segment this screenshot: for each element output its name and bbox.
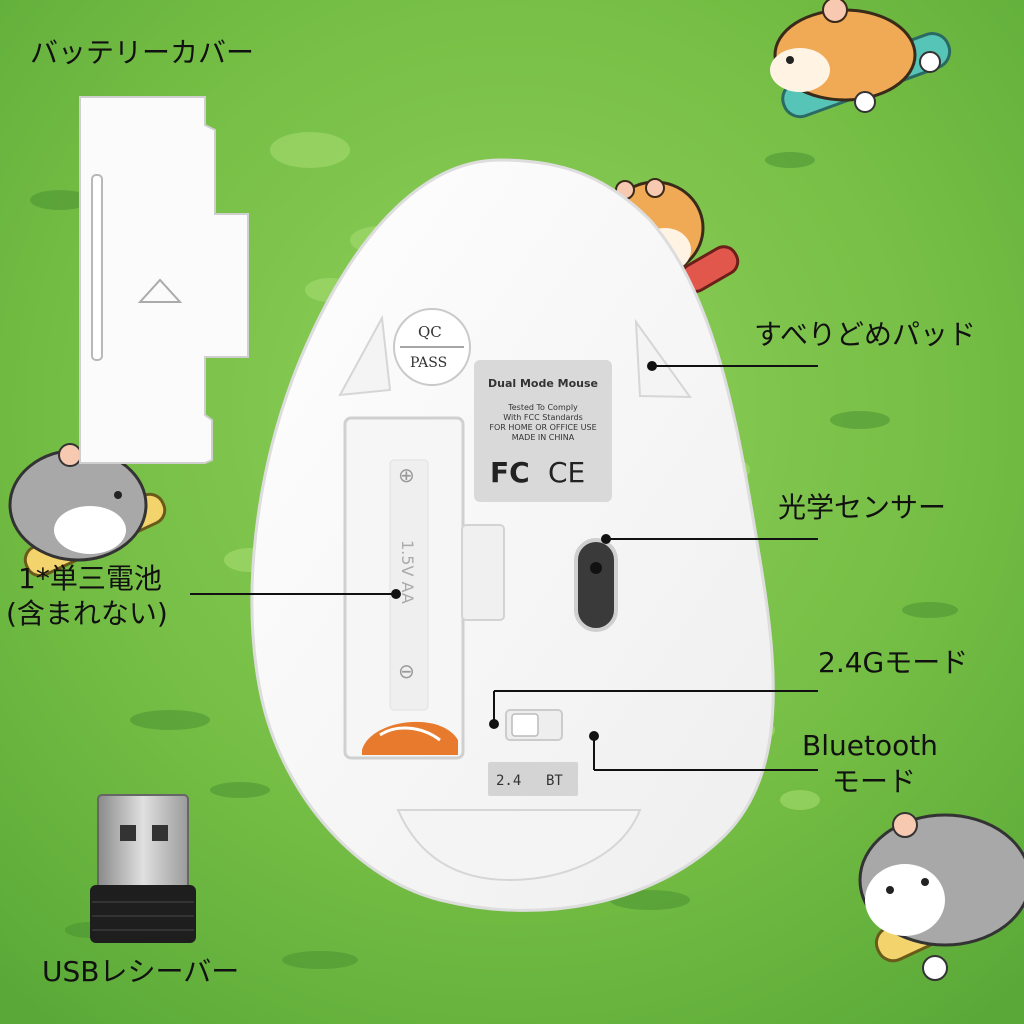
battery-label-line1: 1*単三電池: [18, 562, 162, 595]
switch-label-plate: [488, 762, 578, 796]
sticker-line: MADE IN CHINA: [512, 433, 575, 442]
optical-sensor-label: 光学センサー: [778, 491, 947, 524]
skid-pad-label: すべりどめパッド: [754, 318, 977, 351]
sticker-title: Dual Mode Mouse: [488, 377, 598, 390]
fcc-sticker: [474, 360, 612, 502]
hamster-illustration: [770, 0, 952, 119]
bluetooth-label-line2: モード: [832, 765, 917, 798]
usb-receiver-label: USBレシーバー: [42, 955, 240, 988]
battery-plus-mark: ⊕: [398, 463, 415, 487]
battery-cover: [79, 96, 249, 464]
skid-pad: [338, 314, 392, 397]
sticker-line: FOR HOME OR OFFICE USE: [489, 423, 596, 432]
battery-label-line2: (含まれない): [6, 597, 168, 630]
hamster-illustration: [8, 443, 167, 578]
battery-minus-mark: ⊖: [398, 659, 415, 683]
mode-switch-knob: [511, 713, 539, 737]
mode-24g-label: 2.4Gモード: [818, 646, 969, 679]
callout-lines: [190, 361, 818, 771]
battery-cover-label: バッテリーカバー: [30, 36, 255, 69]
sticker-line: With FCC Standards: [503, 413, 583, 422]
pass-text: PASS: [410, 355, 447, 371]
optical-sensor: [574, 538, 618, 632]
skid-pad: [396, 809, 642, 882]
qc-text: QC: [418, 323, 442, 341]
mouse-body: [250, 158, 775, 912]
skid-pad: [634, 318, 692, 399]
battery-text: 1.5V AA: [398, 540, 417, 604]
usb-receiver: [90, 794, 196, 943]
fcc-mark: FC: [490, 456, 530, 489]
bluetooth-label-line1: Bluetooth: [802, 729, 938, 762]
switch-label-24: 2.4: [496, 773, 521, 789]
ce-mark: CE: [548, 456, 585, 489]
sticker-line: Tested To Comply: [507, 403, 578, 412]
hamster-illustration: [858, 812, 1024, 981]
switch-label-bt: BT: [546, 773, 563, 789]
